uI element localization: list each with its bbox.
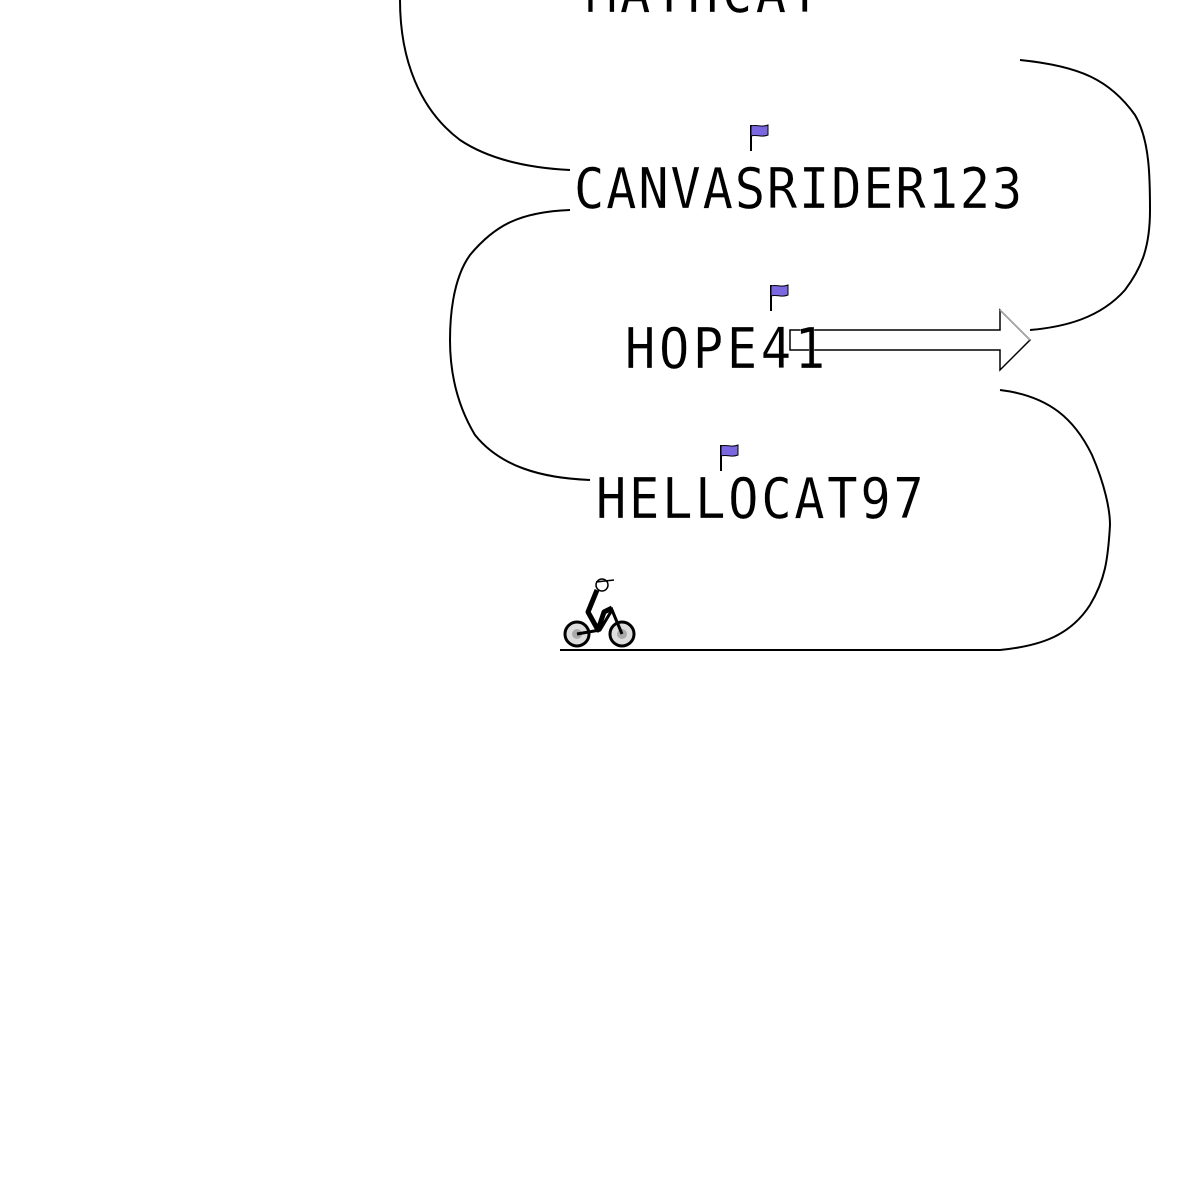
track-label-2: CANVASRIDER123 <box>574 157 1025 222</box>
checkpoint-flag-icon <box>750 124 769 151</box>
track-line-right-top <box>1019 59 1152 331</box>
track-label-4: HELLOCAT97 <box>596 467 927 532</box>
bike-rider-icon[interactable] <box>563 578 636 648</box>
track-line-left-mid <box>448 209 591 481</box>
checkpoint-flag-icon <box>720 444 739 471</box>
track-label-1: MATHCAT <box>586 0 824 22</box>
arrow-right-icon <box>789 308 1032 372</box>
track-label-3: HOPE41 <box>625 317 829 382</box>
track-line-right-bottom <box>999 389 1112 651</box>
checkpoint-flag-icon <box>770 284 789 311</box>
track-line-left-top <box>399 0 571 171</box>
